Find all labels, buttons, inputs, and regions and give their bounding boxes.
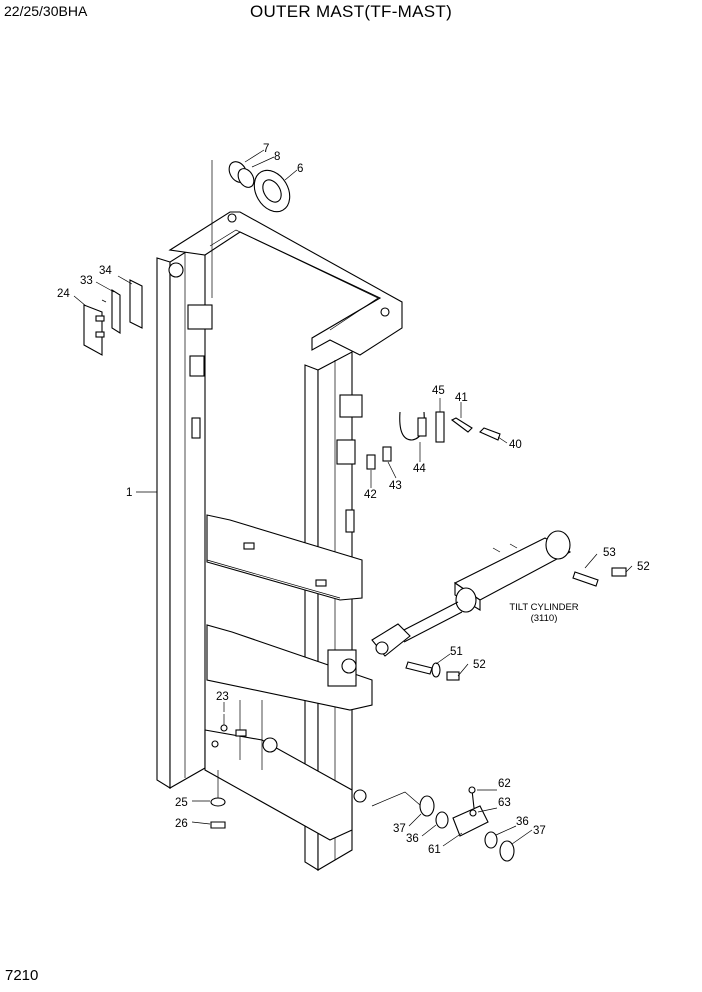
tilt-cylinder [371,530,627,681]
hose-clamp-assembly [366,411,501,470]
callout-7: 7 [263,143,269,155]
callout-labels: 7 8 6 34 33 24 1 45 41 40 44 43 42 53 52… [57,143,650,856]
leader-lines [73,149,633,847]
callout-53: 53 [603,547,616,559]
page-title: OUTER MAST(TF-MAST) [249,2,453,21]
callout-41: 41 [455,392,468,404]
callout-33: 33 [80,275,93,287]
side-plates [83,279,143,356]
washer-nut [210,714,228,829]
callout-34: 34 [99,265,112,277]
callout-52-lower: 52 [473,659,486,671]
callout-37-right: 37 [533,825,546,837]
callout-45: 45 [432,385,445,397]
callout-26: 26 [175,818,188,830]
callout-40: 40 [509,439,522,451]
model-code: 22/25/30BHA [4,3,88,19]
callout-43: 43 [389,480,402,492]
callout-8: 8 [274,151,280,163]
callout-62: 62 [498,778,511,790]
callout-51: 51 [450,646,463,658]
tilt-cylinder-ref: (3110) [531,613,558,624]
tilt-cylinder-label: TILT CYLINDER [509,602,578,613]
callout-61: 61 [428,844,441,856]
callout-1: 1 [126,487,132,499]
callout-42: 42 [364,489,377,501]
callout-25: 25 [175,797,188,809]
callout-23: 23 [216,691,229,703]
callout-63: 63 [498,797,511,809]
outer-mast-frame [156,211,403,871]
callout-6: 6 [297,163,303,175]
callout-36-right: 36 [516,816,529,828]
callout-52-upper: 52 [637,561,650,573]
page-number: 7210 [5,967,39,984]
roller-bearing-assembly [211,160,291,298]
callout-36-left: 36 [406,833,419,845]
callout-37-left: 37 [393,823,406,835]
callout-24: 24 [57,288,70,300]
callout-44: 44 [413,463,426,475]
mounting-pin-assembly [371,786,515,862]
